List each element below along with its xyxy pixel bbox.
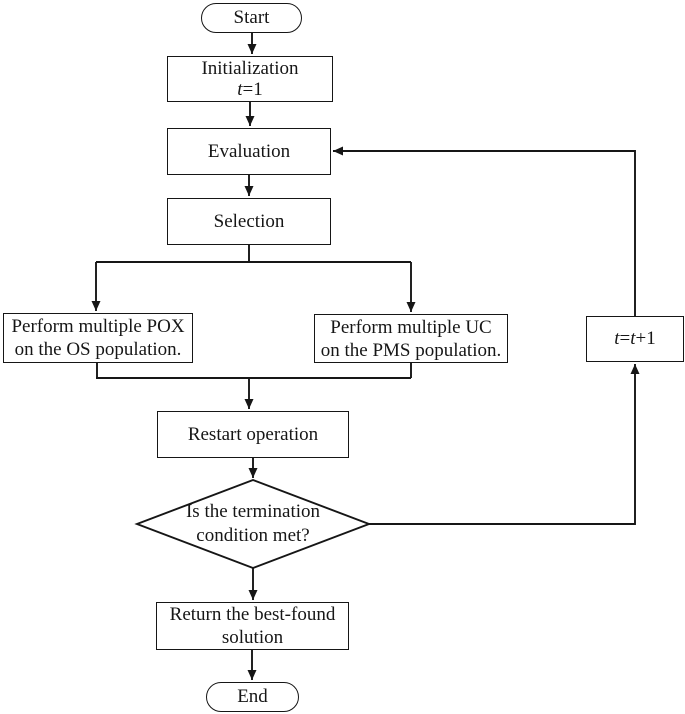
start-terminator: Start <box>201 3 302 33</box>
restart-label: Restart operation <box>187 423 319 445</box>
uc-line1: Perform multiple UC <box>330 316 492 338</box>
pox-line2: on the OS population. <box>14 339 182 360</box>
termination-decision: Is the termination condition met? <box>150 498 356 550</box>
return-line2: solution <box>221 627 284 648</box>
return-solution-step: Return the best-found solution <box>156 602 349 650</box>
restart-operation-step: Restart operation <box>157 411 349 458</box>
connector-selection-branch-bar <box>96 245 411 263</box>
pox-line1: Perform multiple POX <box>11 316 185 337</box>
end-label: End <box>237 686 268 707</box>
pox-crossover-step: Perform multiple POX on the OS populatio… <box>3 313 193 363</box>
uc-line2: on the PMS population. <box>320 339 502 361</box>
selection-label: Selection <box>213 210 285 232</box>
decision-line1: Is the termination <box>185 501 321 522</box>
connector-decision-to-t-update <box>369 364 640 525</box>
start-label: Start <box>233 7 270 28</box>
connector-merge-bar <box>96 363 412 379</box>
initialization-step: Initialization t=1 <box>167 56 333 102</box>
initialization-counter: t=1 <box>237 79 263 100</box>
decision-diamond <box>134 478 372 570</box>
initialization-label: Initialization <box>201 58 299 79</box>
selection-step: Selection <box>167 198 331 245</box>
evaluation-step: Evaluation <box>167 128 331 175</box>
end-terminator: End <box>206 682 299 712</box>
return-line1: Return the best-found <box>169 604 336 625</box>
uc-crossover-step: Perform multiple UC on the PMS populatio… <box>314 314 508 363</box>
decision-line2: condition met? <box>196 525 310 546</box>
connector-t-update-to-evaluation <box>333 146 636 316</box>
t-update-step: t=t+1 <box>586 316 684 362</box>
evaluation-label: Evaluation <box>207 140 291 162</box>
